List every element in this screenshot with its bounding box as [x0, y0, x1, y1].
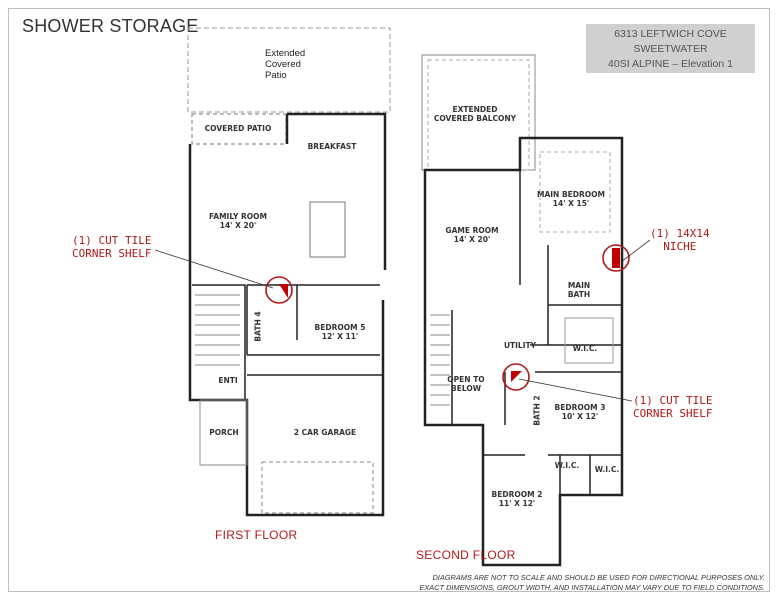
label-line: BATH [567, 290, 591, 299]
niche-marker [612, 248, 620, 268]
garage-label: 2 CAR GARAGE [293, 428, 357, 437]
callout-line: (1) CUT TILE [633, 394, 713, 407]
address-line: 6313 LEFTWICH COVE [614, 28, 727, 40]
page-frame [8, 8, 770, 592]
corner-shelf-highlight-2 [502, 363, 530, 391]
interior-walls [192, 284, 383, 400]
callout-leader [154, 249, 274, 289]
label-line: MAIN [567, 281, 591, 290]
corner-shelf-marker [279, 284, 288, 298]
label-line: GAME ROOM [445, 226, 499, 235]
label-line: COVERED BALCONY [433, 114, 517, 123]
niche-callout-leader [620, 239, 651, 263]
balcony-label: EXTENDED COVERED BALCONY [434, 105, 516, 123]
label-line: FAMILY ROOM [209, 212, 267, 221]
label-line: EXTENDED [452, 105, 498, 114]
second-floor-shelf-callout: (1) CUT TILE CORNER SHELF [633, 394, 712, 420]
main-bath-label: MAIN BATH [568, 281, 590, 299]
corner-shelf-marker-2 [511, 371, 522, 382]
disclaimer: DIAGRAMS ARE NOT TO SCALE AND SHOULD BE … [419, 573, 765, 593]
address-info-box: 6313 LEFTWICH COVE SWEETWATER 40SI ALPIN… [586, 24, 755, 73]
family-room-label: FAMILY ROOM 14' X 20' [209, 212, 267, 230]
bedroom5-label: BEDROOM 5 12' X 11' [315, 323, 366, 341]
extended-patio-outline [187, 27, 391, 113]
label-line: MAIN BEDROOM [536, 190, 606, 199]
label-line: BEDROOM 3 [554, 403, 606, 412]
garage-door [261, 461, 374, 514]
entry-label: ENTI [218, 376, 238, 385]
wic-main-outline [564, 317, 614, 364]
first-floor-shelf-callout: (1) CUT TILE CORNER SHELF [72, 234, 151, 260]
callout-line: (1) CUT TILE [72, 234, 152, 247]
wic-bedroom2-label: W.I.C. [554, 461, 580, 470]
plan-elevation-line: 40SI ALPINE – Elevation 1 [608, 58, 733, 70]
label-line: 14' X 20' [219, 221, 257, 230]
disclaimer-line: DIAGRAMS ARE NOT TO SCALE AND SHOULD BE … [432, 573, 765, 582]
porch-outline [199, 399, 248, 466]
wic-main-label: W.I.C. [572, 344, 598, 353]
utility-label: UTILITY [503, 341, 537, 350]
porch-label: PORCH [209, 428, 239, 437]
extended-patio-label: Extended Covered Patio [265, 48, 305, 81]
label-line: 14' X 20' [453, 235, 491, 244]
label-line: Covered [265, 59, 301, 70]
second-floor-label: SECOND FLOOR [416, 548, 516, 562]
corner-shelf-highlight [265, 276, 293, 304]
label-line: 12' X 11' [321, 332, 359, 341]
covered-patio-label: COVERED PATIO [204, 124, 272, 133]
callout-line: NICHE [663, 240, 697, 253]
second-floor-interior-walls [451, 170, 622, 495]
callout-line: (1) 14X14 [650, 227, 710, 240]
niche-callout: (1) 14X14 NICHE [650, 227, 710, 253]
shelf-callout-leader-2 [518, 378, 633, 402]
label-line: 14' X 15' [552, 199, 590, 208]
bath4-label: BATH 4 [253, 311, 263, 342]
first-floor-label: FIRST FLOOR [215, 528, 298, 542]
game-room-label: GAME ROOM 14' X 20' [445, 226, 498, 244]
label-line: Extended [265, 48, 306, 59]
breakfast-label: BREAKFAST [307, 142, 357, 151]
label-line: 11' X 12' [498, 499, 536, 508]
second-floor-plan [421, 54, 651, 567]
main-bedroom-label: MAIN BEDROOM 14' X 15' [537, 190, 605, 208]
niche-highlight [602, 244, 630, 272]
community-line: SWEETWATER [633, 43, 708, 55]
bedroom2-label: BEDROOM 2 11' X 12' [492, 490, 543, 508]
bath2-label: BATH 2 [532, 395, 542, 426]
callout-line: CORNER SHELF [72, 247, 152, 260]
wic-bedroom3-label: W.I.C. [594, 465, 620, 474]
first-floor-plan [154, 27, 391, 517]
page-title: SHOWER STORAGE [22, 16, 199, 36]
kitchen-island [309, 201, 346, 258]
label-line: BEDROOM 2 [491, 490, 543, 499]
open-to-below-label: OPEN TO BELOW [447, 375, 484, 393]
stairs [195, 294, 240, 366]
label-line: Patio [265, 70, 287, 81]
main-bedroom-tray [539, 151, 611, 233]
label-line: BELOW [450, 384, 481, 393]
label-line: OPEN TO [447, 375, 485, 384]
callout-line: CORNER SHELF [633, 407, 713, 420]
stairs-upper [430, 314, 450, 406]
label-line: BEDROOM 5 [314, 323, 366, 332]
label-line: 10' X 12' [561, 412, 599, 421]
bedroom3-label: BEDROOM 3 10' X 12' [555, 403, 606, 421]
disclaimer-line: EXACT DIMENSIONS, GROUT WIDTH, AND INSTA… [419, 583, 765, 592]
